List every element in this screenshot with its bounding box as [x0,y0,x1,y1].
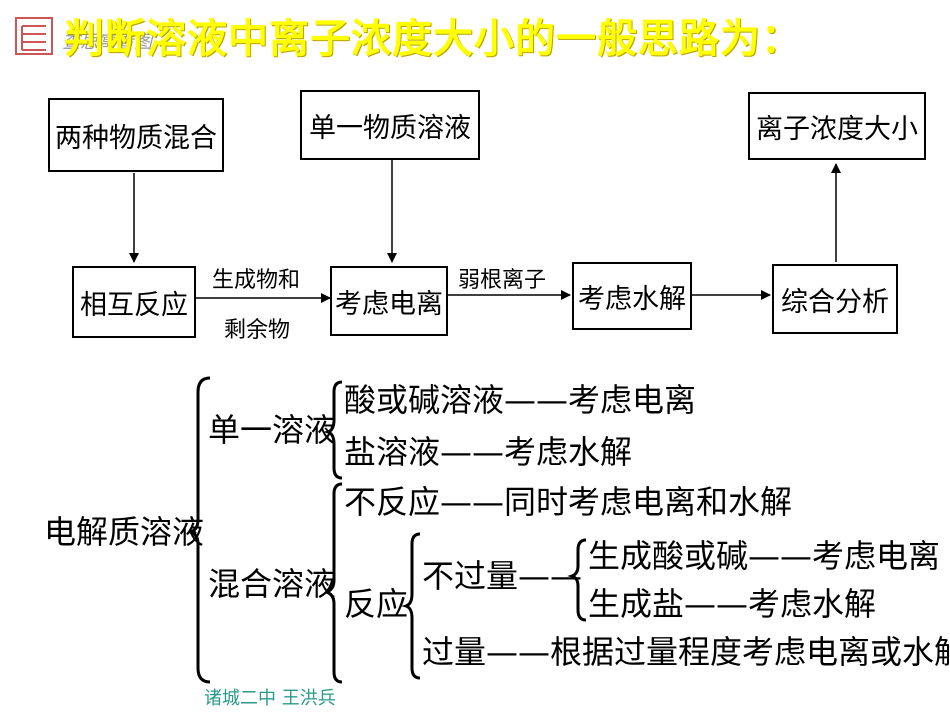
brace-root [189,376,211,684]
edge-label-weak-radical-ion: 弱根离子 [458,268,547,293]
brace-reaction [401,532,421,680]
box-ion-concentration: 离子浓度大小 [748,92,926,160]
box-two-substances-mixed: 两种物质混合 [48,98,224,172]
tree-salt-solution: 盐溶液——考虑水解 [344,433,633,471]
tree-reaction: 反应 [344,585,409,623]
tree-mixed-solution: 混合溶液 [208,565,337,603]
box-single-substance-solution: 单一物质溶液 [300,90,480,160]
brace-not-excess [567,538,587,622]
tree-not-excess: 不过量—— [422,557,583,595]
box-mutual-reaction: 相互反应 [72,266,196,338]
edge-label-remainder: 剩余物 [224,318,291,343]
tree-generates-acid-base: 生成酸或碱——考虑电离 [588,537,941,575]
watermark-text: 查思寓看图 [62,32,152,53]
brace-single [323,380,343,480]
brace-mixed [325,482,343,684]
seal-stamp-icon [14,16,54,56]
tree-no-reaction: 不反应——同时考虑电离和水解 [344,483,793,521]
edge-label-products: 生成物和 [212,268,301,293]
author-footer: 诸城二中 王洪兵 [204,688,336,709]
tree-single-solution: 单一溶液 [208,411,337,449]
box-consider-hydrolysis: 考虑水解 [572,262,692,330]
tree-root-electrolyte-solution: 电解质溶液 [44,513,205,551]
tree-excess: 过量——根据过量程度考虑电离或水解 [422,633,950,671]
box-consider-ionization: 考虑电离 [330,266,448,336]
page-title: 判断溶液中离子浓度大小的一般思路为： [64,16,802,62]
tree-generates-salt: 生成盐——考虑水解 [588,585,877,623]
tree-acid-base-solution: 酸或碱溶液——考虑电离 [344,381,697,419]
box-comprehensive-analysis: 综合分析 [772,264,898,334]
